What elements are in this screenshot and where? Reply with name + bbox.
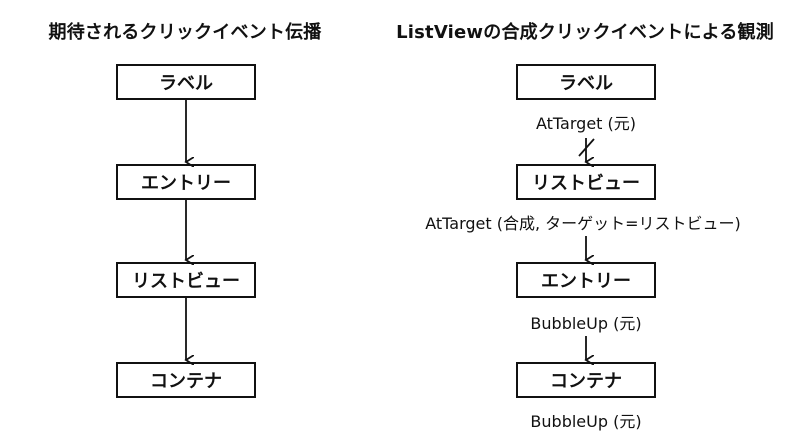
right-node-label: ラベル (516, 64, 656, 100)
edge-label-attarget-original: AtTarget (元) (535, 114, 637, 133)
right-diagram-title: ListViewの合成クリックイベントによる観測 (396, 22, 774, 43)
right-node-entry: エントリー (516, 262, 656, 298)
left-node-entry: エントリー (116, 164, 256, 200)
left-diagram-title: 期待されるクリックイベント伝播 (48, 22, 322, 43)
blocked-slash-mark (578, 138, 595, 157)
right-arrow-label-to-listview-blocked (578, 138, 595, 162)
edge-label-bubbleup-original-2: BubbleUp (元) (530, 412, 642, 431)
left-node-container: コンテナ (116, 362, 256, 398)
left-node-label: ラベル (116, 64, 256, 100)
left-node-listview: リストビュー (116, 262, 256, 298)
edge-label-attarget-synthetic: AtTarget (合成, ターゲット=リストビュー) (425, 214, 741, 233)
edge-label-bubbleup-original-1: BubbleUp (元) (530, 314, 642, 333)
right-node-listview: リストビュー (516, 164, 656, 200)
right-node-container: コンテナ (516, 362, 656, 398)
